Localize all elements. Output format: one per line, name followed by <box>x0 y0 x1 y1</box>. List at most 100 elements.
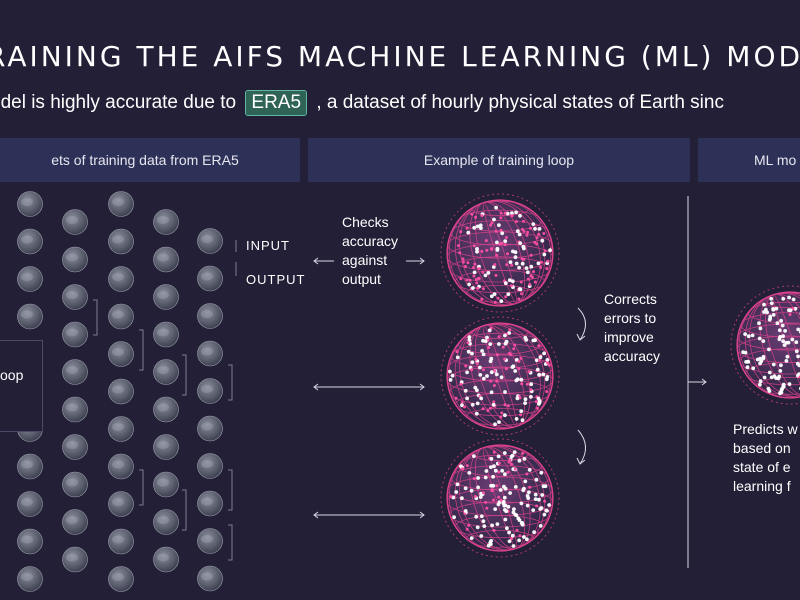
pink-node <box>481 407 485 411</box>
pink-node <box>532 270 535 274</box>
white-node <box>466 349 471 354</box>
white-node <box>484 469 489 473</box>
earth-cloud <box>157 253 169 262</box>
white-node <box>523 401 527 405</box>
pink-node <box>535 236 539 240</box>
white-node <box>517 232 522 237</box>
earth-disc <box>62 396 88 423</box>
earth-thumbnail <box>17 303 43 330</box>
pink-node <box>536 406 539 410</box>
white-node <box>543 484 548 489</box>
pink-node <box>495 353 499 357</box>
pink-node <box>526 277 530 281</box>
pink-node <box>494 229 498 233</box>
white-node <box>489 356 494 361</box>
white-node <box>506 504 511 509</box>
white-node <box>510 279 515 284</box>
corrects-line-3: improve <box>604 329 654 345</box>
white-node <box>491 402 496 407</box>
white-node <box>515 377 520 382</box>
pink-node <box>458 251 462 255</box>
white-node <box>491 483 496 488</box>
pink-node <box>497 470 501 474</box>
white-node <box>467 335 472 339</box>
white-node <box>767 370 772 375</box>
earth-disc <box>108 228 134 255</box>
pink-node <box>528 226 532 230</box>
white-node <box>776 376 781 381</box>
pink-node <box>545 390 549 393</box>
white-node <box>745 365 750 370</box>
white-node <box>518 241 523 246</box>
earth-cloud <box>112 573 124 581</box>
white-node <box>513 369 518 373</box>
earth-disc <box>153 209 179 235</box>
white-node <box>509 454 514 459</box>
checks-arrow <box>313 257 425 265</box>
earth-thumbnail <box>153 396 179 423</box>
white-node <box>785 354 790 359</box>
white-node <box>545 358 550 362</box>
white-node <box>481 376 486 381</box>
pink-node <box>526 230 530 234</box>
pink-node <box>480 249 484 253</box>
white-node <box>542 351 546 356</box>
white-node <box>489 390 494 395</box>
pink-node <box>489 406 492 410</box>
earth-cloud <box>157 216 169 224</box>
white-node <box>758 382 762 387</box>
pink-node <box>498 242 502 246</box>
pink-node <box>517 360 521 363</box>
white-node <box>513 485 518 489</box>
white-node <box>492 464 496 469</box>
loop-label-box: oop <box>0 340 43 432</box>
pink-node <box>508 458 512 462</box>
white-node <box>472 225 477 230</box>
earth-thumbnail <box>197 490 223 517</box>
pink-node <box>499 228 503 232</box>
pink-node <box>497 495 501 499</box>
white-node <box>500 231 505 236</box>
pair-bracket <box>228 364 233 401</box>
pink-node <box>497 461 501 465</box>
white-node <box>448 369 452 374</box>
earth-thumbnail <box>62 546 88 573</box>
white-node <box>517 538 521 543</box>
white-node <box>779 363 783 368</box>
white-node <box>750 333 755 338</box>
earth-thumbnail <box>62 396 88 423</box>
earth-thumbnail <box>17 528 43 555</box>
panel-label-training-loop: Example of training loop <box>423 152 575 168</box>
pairing-brackets <box>93 299 233 561</box>
earth-cloud <box>21 573 33 581</box>
white-node <box>768 314 773 319</box>
correction-arrow-1 <box>576 307 586 341</box>
earth-thumbnail <box>17 453 43 480</box>
white-node <box>455 482 460 487</box>
globe-outer-ring <box>730 285 800 405</box>
pink-node <box>506 252 509 256</box>
pink-node <box>510 263 514 267</box>
pink-node <box>522 219 525 223</box>
pink-node <box>492 384 496 387</box>
white-node <box>531 508 536 512</box>
earth-cloud <box>157 441 169 449</box>
earth-disc <box>62 321 88 348</box>
earth-cloud <box>21 273 33 281</box>
pink-node <box>510 462 513 466</box>
pink-node <box>482 368 485 372</box>
earth-cloud <box>157 291 169 299</box>
white-node <box>746 334 751 339</box>
pink-node <box>461 260 465 264</box>
white-node <box>523 479 528 484</box>
earth-cloud <box>112 235 124 244</box>
white-node <box>519 409 524 414</box>
earth-disc <box>197 565 223 592</box>
white-node <box>515 229 520 234</box>
earth-cloud <box>66 441 78 449</box>
white-node <box>489 465 493 469</box>
earth-cloud <box>201 535 213 543</box>
white-node <box>758 326 763 331</box>
white-node <box>463 509 468 513</box>
white-node <box>494 372 499 377</box>
